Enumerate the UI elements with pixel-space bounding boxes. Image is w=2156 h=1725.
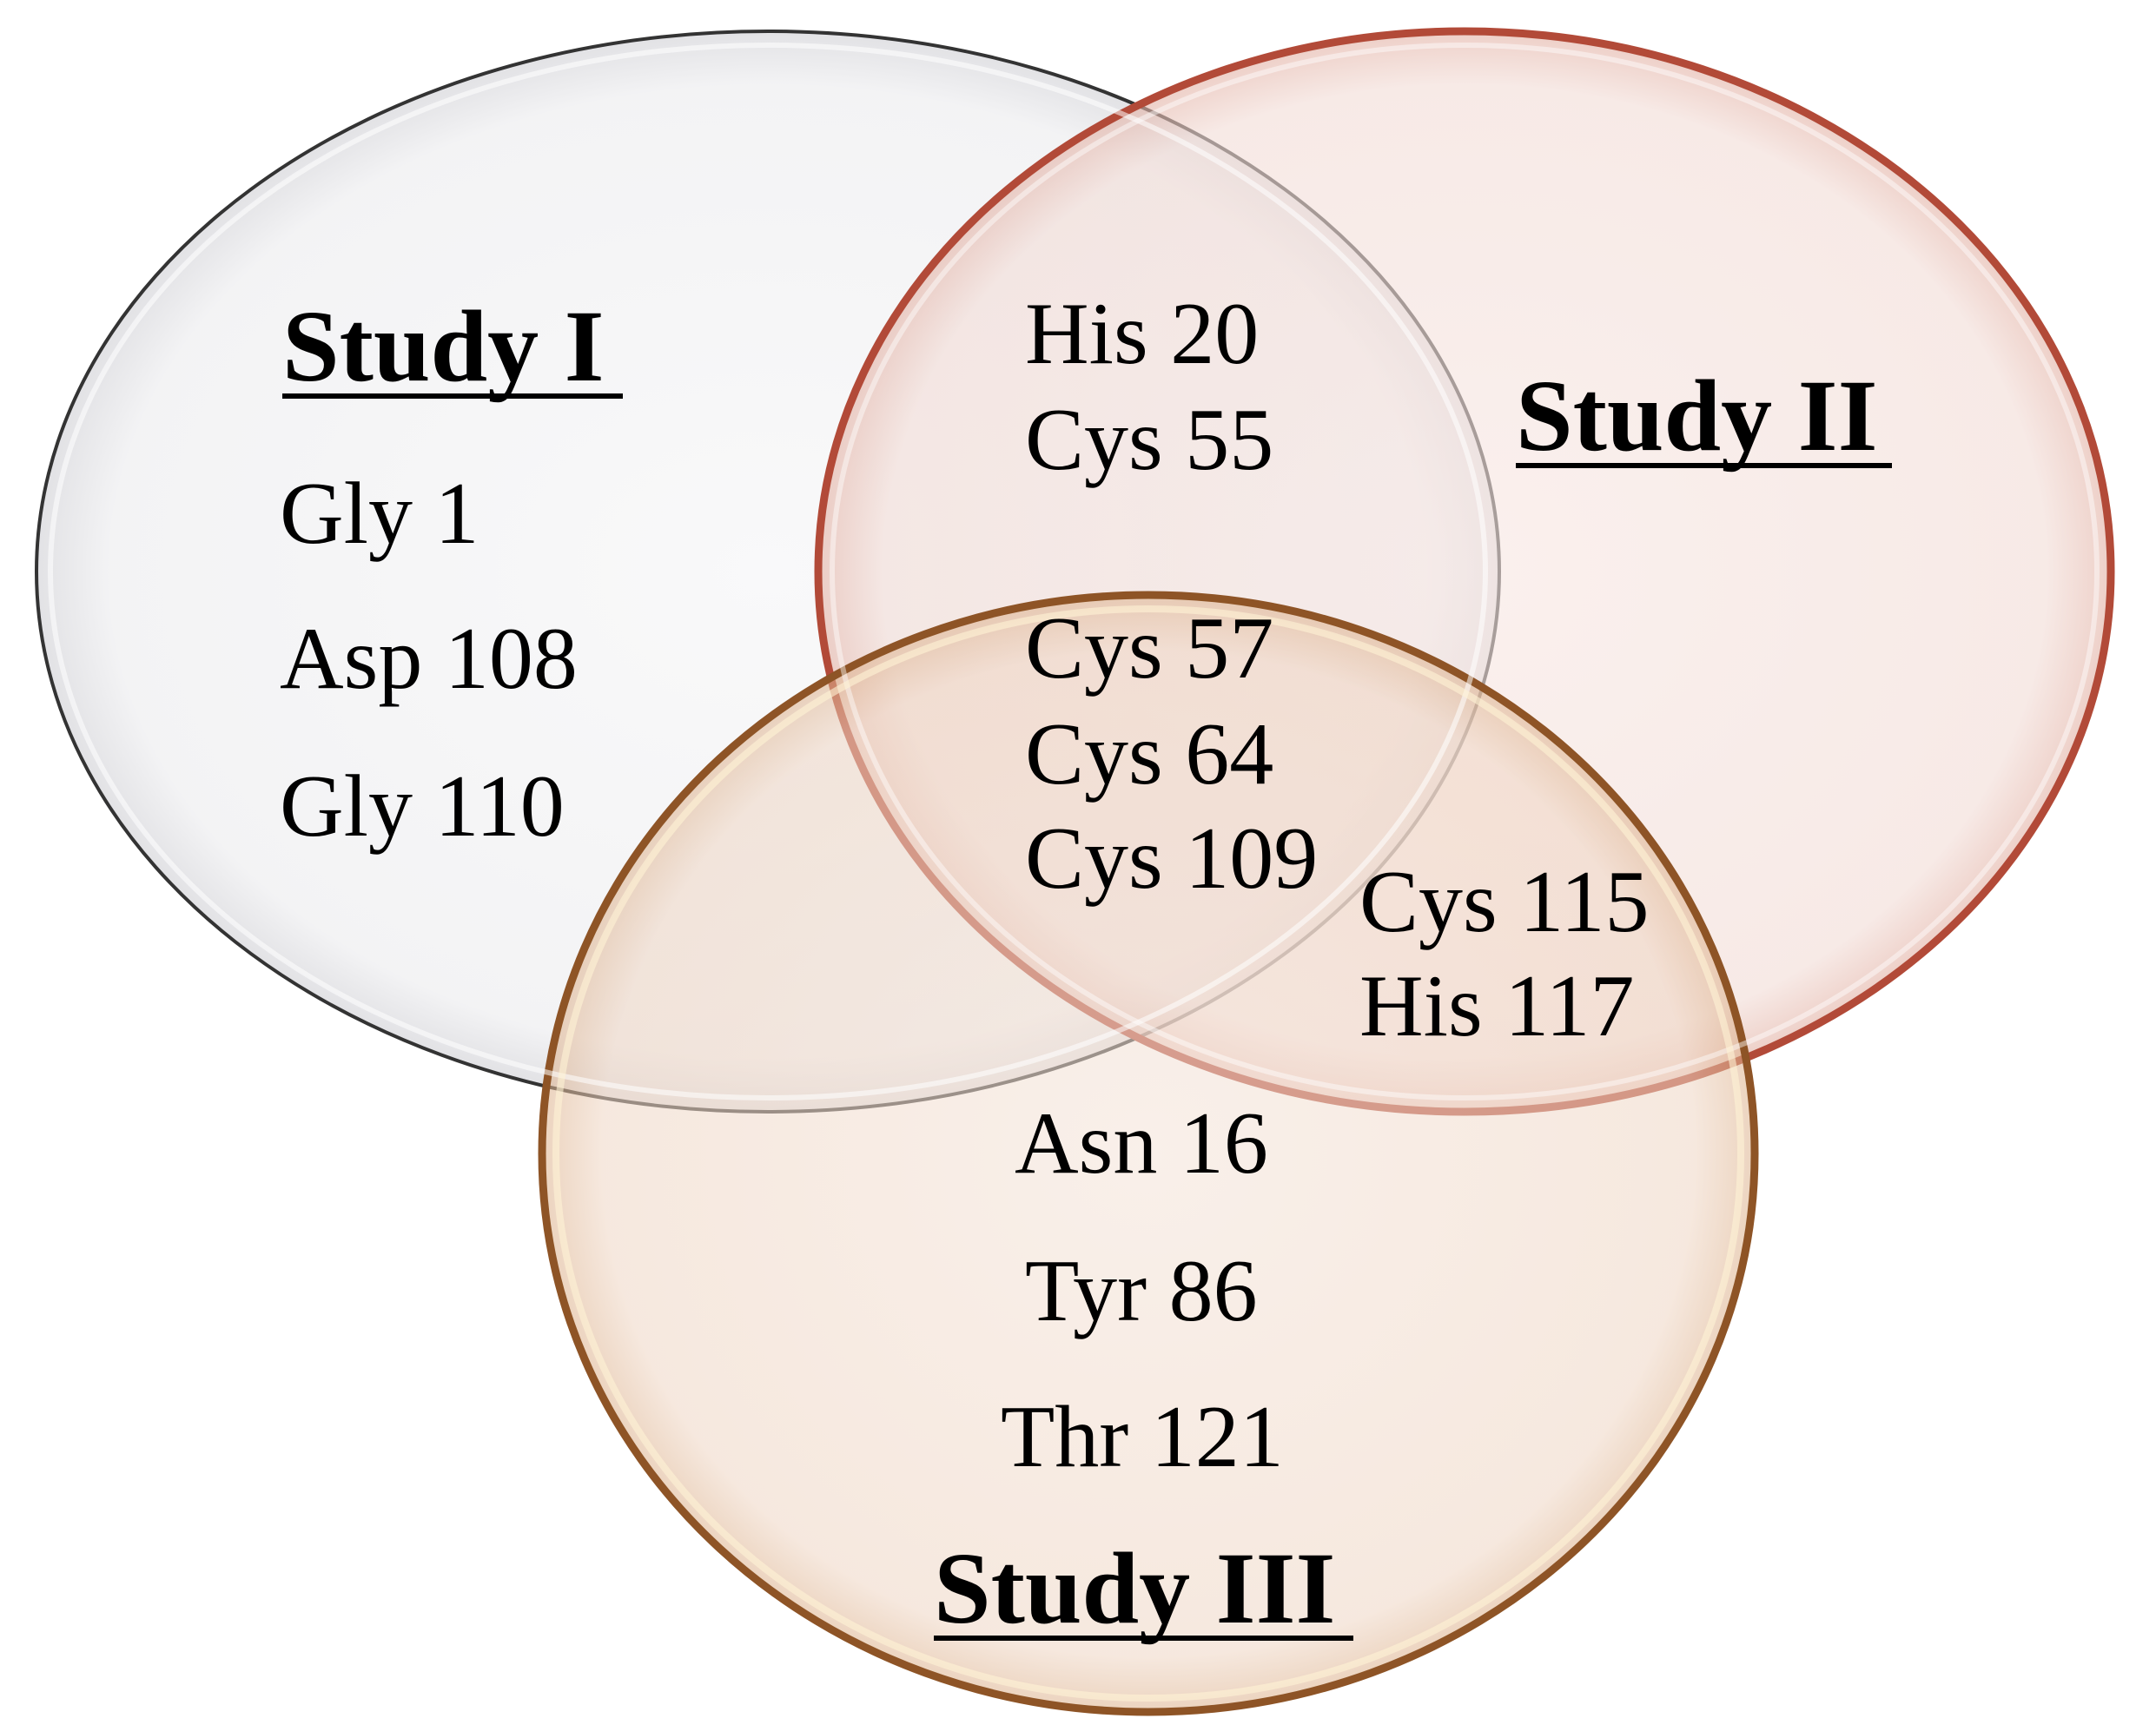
set-circle-study-3 xyxy=(538,591,1759,1716)
region-item: His 117 xyxy=(1359,957,1634,1055)
region-item: Tyr 86 xyxy=(1025,1242,1258,1340)
region-item: Cys 109 xyxy=(1025,810,1318,908)
region-item: Gly 1 xyxy=(280,465,479,563)
region-item: Cys 64 xyxy=(1025,705,1273,803)
region-item: Thr 121 xyxy=(1001,1388,1284,1486)
region-item: Cys 115 xyxy=(1359,853,1649,951)
region-item: Gly 110 xyxy=(280,757,565,856)
region-item: Cys 57 xyxy=(1025,599,1273,697)
region-item: Cys 55 xyxy=(1025,391,1273,489)
set-title-study-1: Study I xyxy=(282,289,605,403)
set-title-study-3: Study III xyxy=(934,1531,1335,1645)
region-item: Asn 16 xyxy=(1015,1094,1268,1193)
region-item: His 20 xyxy=(1025,285,1259,383)
set-title-study-2: Study II xyxy=(1516,359,1878,473)
region-item: Asp 108 xyxy=(280,610,578,708)
